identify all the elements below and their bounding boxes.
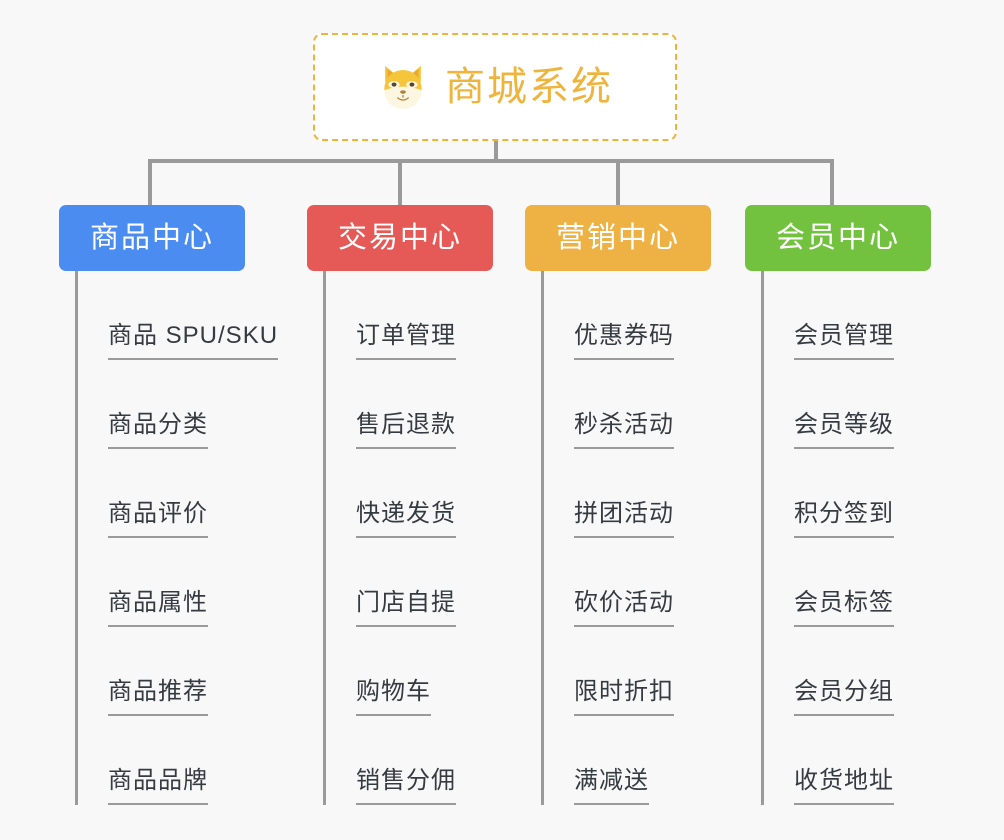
leaf-item[interactable]: 销售分佣: [326, 716, 493, 805]
leaf-item[interactable]: 商品分类: [78, 360, 245, 449]
leaf-item[interactable]: 商品推荐: [78, 627, 245, 716]
leaf-item-label: 购物车: [356, 680, 431, 716]
leaf-item[interactable]: 优惠券码: [544, 271, 711, 360]
leaf-item[interactable]: 积分签到: [764, 449, 931, 538]
category-header-2[interactable]: 交易中心: [307, 205, 493, 271]
leaf-item-label: 商品 SPU/SKU: [108, 324, 279, 360]
connector-bus: [148, 159, 834, 163]
category-header-1[interactable]: 商品中心: [59, 205, 245, 271]
leaf-item-label: 销售分佣: [356, 769, 456, 805]
root-node-content: 商城系统: [377, 61, 613, 113]
leaf-item-label: 秒杀活动: [574, 413, 674, 449]
leaf-item[interactable]: 商品 SPU/SKU: [78, 271, 279, 360]
leaf-item[interactable]: 秒杀活动: [544, 360, 711, 449]
leaf-item-label: 商品分类: [108, 413, 208, 449]
leaf-item-label: 订单管理: [356, 324, 456, 360]
leaf-item-label: 商品品牌: [108, 769, 208, 805]
leaf-item-label: 会员管理: [794, 324, 894, 360]
leaf-item[interactable]: 满减送: [544, 716, 711, 805]
leaf-item-label: 会员标签: [794, 591, 894, 627]
leaf-item[interactable]: 会员分组: [764, 627, 931, 716]
leaf-item[interactable]: 商品评价: [78, 449, 245, 538]
connector-drop-4: [830, 159, 834, 205]
leaf-item-label: 门店自提: [356, 591, 456, 627]
leaf-item[interactable]: 会员管理: [764, 271, 931, 360]
connector-drop-2: [398, 159, 402, 205]
leaf-item[interactable]: 商品品牌: [78, 716, 245, 805]
category-branch-4: 会员管理会员等级积分签到会员标签会员分组收货地址: [761, 271, 931, 805]
leaf-item[interactable]: 售后退款: [326, 360, 493, 449]
category-branch-3: 优惠券码秒杀活动拼团活动砍价活动限时折扣满减送: [541, 271, 711, 805]
leaf-item[interactable]: 砍价活动: [544, 538, 711, 627]
category-header-4[interactable]: 会员中心: [745, 205, 931, 271]
category-column-3: 营销中心 优惠券码秒杀活动拼团活动砍价活动限时折扣满减送: [525, 205, 711, 805]
leaf-item-label: 限时折扣: [574, 680, 674, 716]
leaf-item[interactable]: 限时折扣: [544, 627, 711, 716]
root-title: 商城系统: [445, 65, 613, 109]
leaf-item[interactable]: 门店自提: [326, 538, 493, 627]
leaf-item-label: 会员等级: [794, 413, 894, 449]
connector-root-stem: [494, 141, 498, 162]
leaf-item-label: 砍价活动: [574, 591, 674, 627]
leaf-item-label: 商品评价: [108, 502, 208, 538]
shiba-dog-icon: [384, 65, 422, 109]
leaf-item[interactable]: 会员等级: [764, 360, 931, 449]
leaf-item-label: 积分签到: [794, 502, 894, 538]
category-header-3[interactable]: 营销中心: [525, 205, 711, 271]
leaf-item-label: 优惠券码: [574, 324, 674, 360]
leaf-item-label: 会员分组: [794, 680, 894, 716]
leaf-item-label: 满减送: [574, 769, 649, 805]
leaf-item[interactable]: 会员标签: [764, 538, 931, 627]
leaf-item[interactable]: 购物车: [326, 627, 493, 716]
leaf-item[interactable]: 商品属性: [78, 538, 245, 627]
leaf-item-label: 拼团活动: [574, 502, 674, 538]
leaf-item-label: 商品属性: [108, 591, 208, 627]
leaf-item[interactable]: 收货地址: [764, 716, 931, 805]
category-column-1: 商品中心 商品 SPU/SKU 商品分类商品评价商品属性商品推荐商品品牌: [59, 205, 279, 805]
connector-drop-1: [148, 159, 152, 205]
leaf-item-label: 售后退款: [356, 413, 456, 449]
leaf-item[interactable]: 订单管理: [326, 271, 493, 360]
category-branch-2: 订单管理售后退款快递发货门店自提购物车销售分佣: [323, 271, 493, 805]
leaf-item[interactable]: 拼团活动: [544, 449, 711, 538]
leaf-item[interactable]: 快递发货: [326, 449, 493, 538]
leaf-item-label: 快递发货: [356, 502, 456, 538]
category-column-2: 交易中心 订单管理售后退款快递发货门店自提购物车销售分佣: [307, 205, 493, 805]
leaf-item-label: 商品推荐: [108, 680, 208, 716]
leaf-item-label: 收货地址: [794, 769, 894, 805]
connector-drop-3: [616, 159, 620, 205]
category-column-4: 会员中心 会员管理会员等级积分签到会员标签会员分组收货地址: [745, 205, 931, 805]
category-branch-1: 商品 SPU/SKU 商品分类商品评价商品属性商品推荐商品品牌: [75, 271, 279, 805]
root-node[interactable]: 商城系统: [313, 33, 677, 141]
